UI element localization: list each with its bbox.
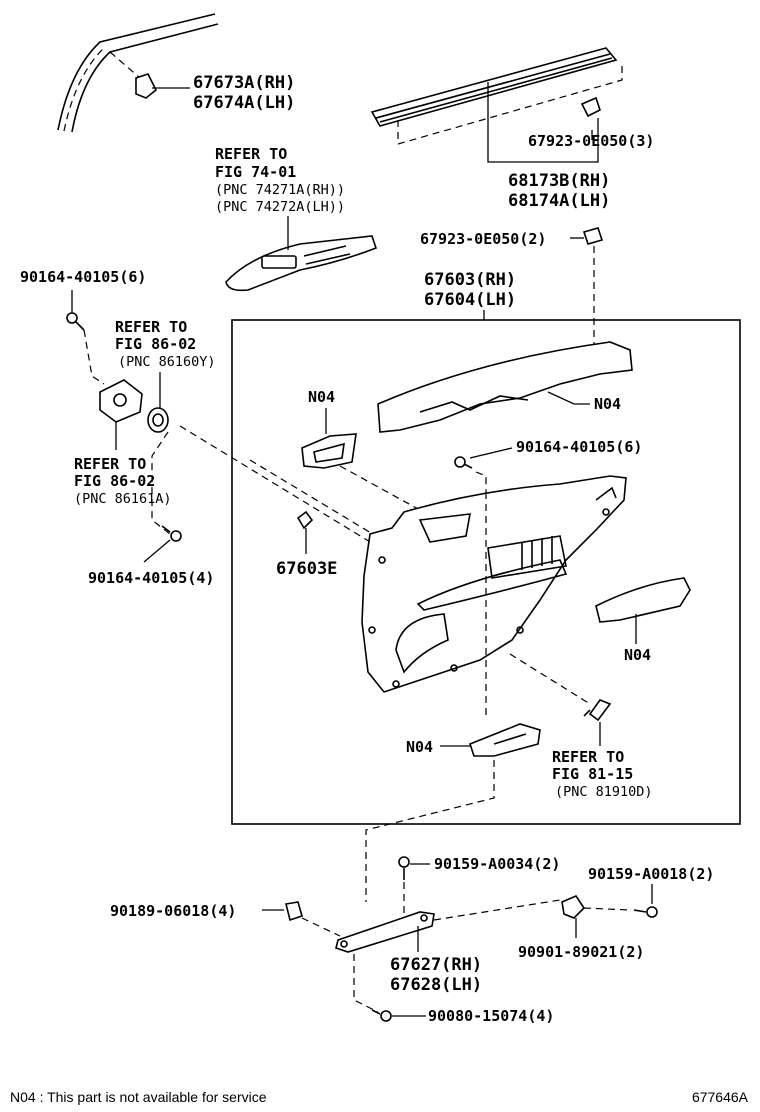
- ref-fig81-line3: (PNC 81910D): [555, 784, 653, 800]
- label-90080: 90080-15074(4): [428, 1007, 554, 1025]
- ref-fig86a-line3: (PNC 86160Y): [118, 354, 216, 370]
- label-n04-upper: N04: [594, 395, 621, 413]
- label-67627: 67627(RH): [390, 955, 482, 975]
- screw-90164-lower-left: [161, 525, 182, 542]
- bracket-67627: [335, 911, 435, 953]
- guide-90901-screw: [583, 907, 631, 911]
- guide-90189: [301, 917, 341, 937]
- label-68174a: 68174A(LH): [508, 191, 610, 211]
- armrest-pad: [595, 577, 691, 623]
- ref-fig81-line2: FIG 81-15: [552, 765, 633, 783]
- pull-handle-cover: [469, 723, 541, 757]
- label-90901: 90901-89021(2): [518, 943, 644, 961]
- label-n04-lower: N04: [406, 738, 433, 756]
- guide-speaker-screw: [151, 431, 171, 535]
- clip-67923-upper: [580, 96, 601, 118]
- label-n04-armrest: N04: [624, 646, 651, 664]
- bolt-90080: [371, 1009, 392, 1022]
- clip-67603e: [296, 510, 314, 530]
- ref-fig86a-line1: REFER TO: [115, 318, 187, 336]
- guide-bracket-grommet: [433, 899, 561, 921]
- label-67628: 67628(LH): [390, 975, 482, 995]
- belt-moulding: [370, 47, 623, 145]
- ref-fig74-line4: (PNC 74272A(LH)): [215, 199, 345, 215]
- ref-fig74-line1: REFER TO: [215, 145, 287, 163]
- label-n04-handle: N04: [308, 388, 335, 406]
- label-68173b: 68173B(RH): [508, 171, 610, 191]
- label-67604: 67604(LH): [424, 290, 516, 310]
- label-90159-a0034: 90159-A0034(2): [434, 855, 560, 873]
- assembly-box: [231, 319, 741, 825]
- guide-speaker-left: [83, 329, 105, 385]
- screw-90159-a0018: [633, 906, 658, 918]
- clip-guide-line: [109, 51, 141, 79]
- label-90164-center: 90164-40105(6): [516, 438, 642, 456]
- screw-90164-left: [66, 312, 85, 331]
- ref-fig86b-line3: (PNC 86161A): [74, 491, 172, 507]
- label-67603e: 67603E: [276, 559, 337, 579]
- upper-trim-panel: [377, 341, 633, 433]
- leader-90164-center: [469, 447, 513, 459]
- leader-68173b: [487, 82, 599, 163]
- figure-code: 677646A: [692, 1089, 749, 1105]
- speaker-bracket: [99, 379, 143, 423]
- guide-box-to-bracket: [365, 760, 495, 902]
- clip-90189: [285, 901, 303, 922]
- footer-note: N04 : This part is not available for ser…: [10, 1089, 267, 1105]
- clip-67673a: [135, 73, 158, 99]
- inner-handle-bezel: [301, 433, 357, 469]
- ref-fig74-line3: (PNC 74271A(RH)): [215, 182, 345, 198]
- screw-90159-a0034: [398, 856, 410, 880]
- ref-fig86a-line2: FIG 86-02: [115, 335, 196, 353]
- label-67603: 67603(RH): [424, 270, 516, 290]
- speaker-tweeter: [147, 407, 169, 433]
- ref-fig74-line2: FIG 74-01: [215, 163, 296, 181]
- leader-n04-upper: [547, 391, 590, 405]
- label-90189: 90189-06018(4): [110, 902, 236, 920]
- guide-handle-bezel: [339, 465, 421, 511]
- ref-fig86b-line2: FIG 86-02: [74, 472, 155, 490]
- screw-90164-center: [454, 456, 473, 469]
- guide-90164-center: [475, 471, 487, 492]
- courtesy-lamp: [583, 699, 612, 722]
- door-trim-board: [361, 475, 627, 693]
- label-90164-6-left: 90164-40105(6): [20, 268, 146, 286]
- window-frame-corner: [57, 13, 219, 133]
- ref-fig86b-line1: REFER TO: [74, 455, 146, 473]
- guide-fig81: [509, 653, 591, 705]
- leader-90164-4: [143, 539, 171, 563]
- guide-speaker-panel: [179, 425, 381, 549]
- power-window-switch: [225, 235, 377, 292]
- guide-clip-panel: [249, 459, 377, 537]
- label-90164-4: 90164-40105(4): [88, 569, 214, 587]
- grommet-90901: [561, 895, 586, 919]
- label-90159-a0018: 90159-A0018(2): [588, 865, 714, 883]
- guide-90080: [353, 954, 379, 1013]
- label-67923-2: 67923-0E050(2): [420, 230, 546, 248]
- label-67923-3: 67923-0E050(3): [528, 132, 654, 150]
- label-67673a: 67673A(RH): [193, 73, 295, 93]
- clip-67923-lower: [582, 227, 604, 245]
- ref-fig81-line1: REFER TO: [552, 748, 624, 766]
- label-67674a: 67674A(LH): [193, 93, 295, 113]
